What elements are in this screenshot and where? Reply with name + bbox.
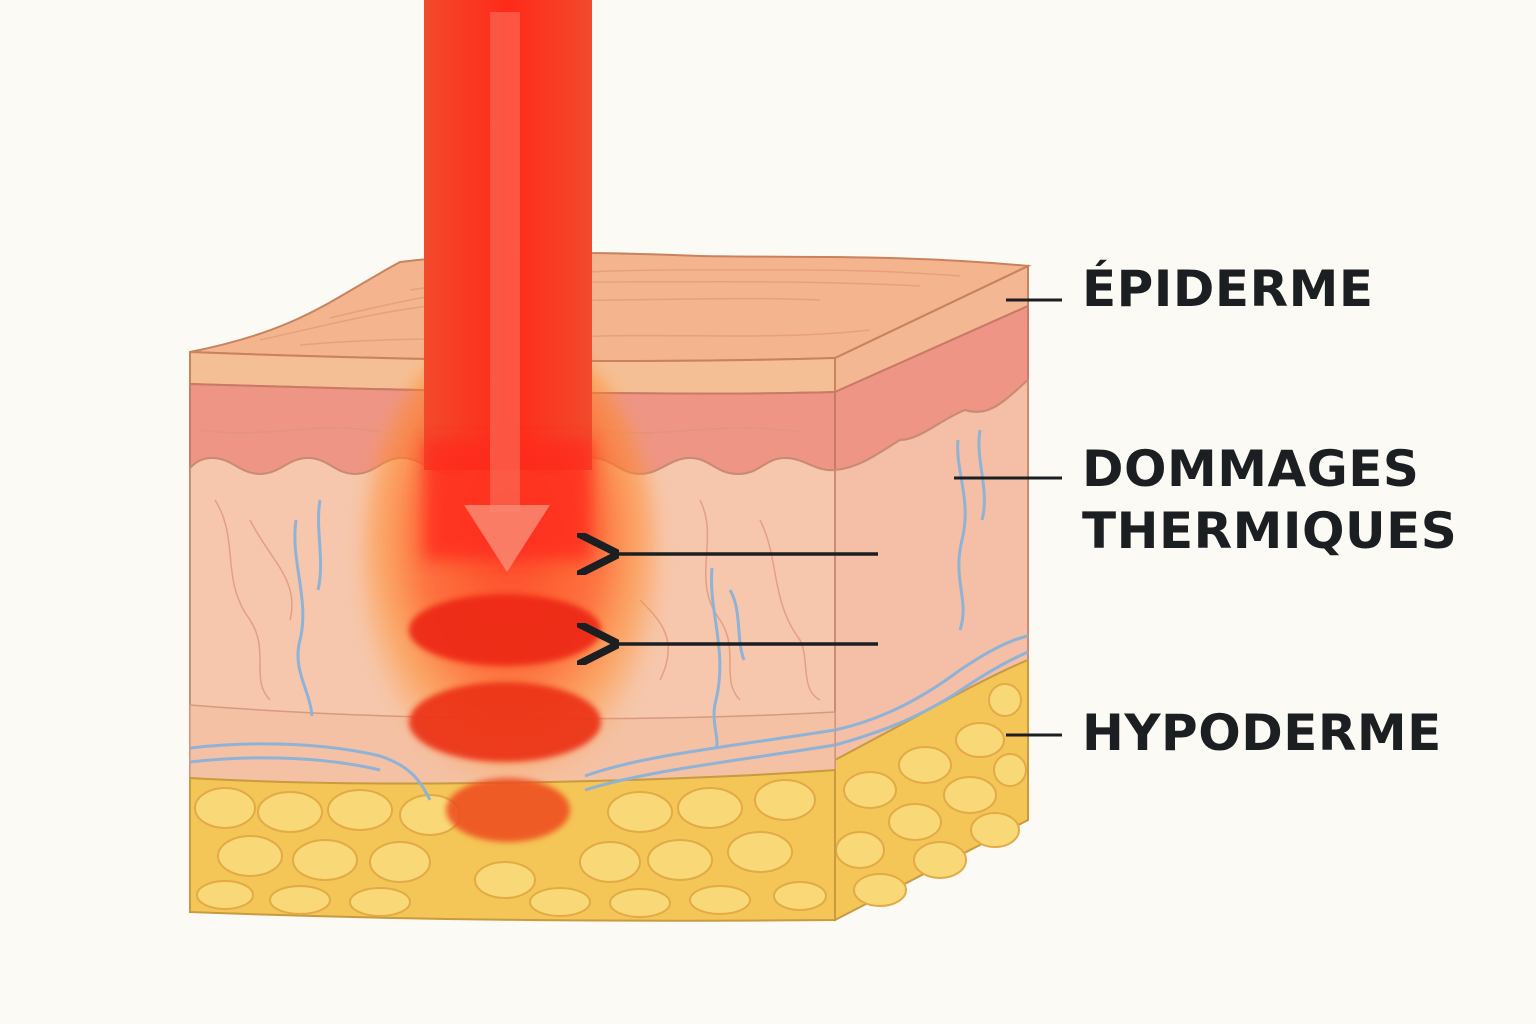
damage-pointer-arrows	[612, 554, 878, 644]
label-epiderme-text: ÉPIDERME	[1082, 260, 1374, 318]
blood-vessels-right	[834, 429, 1029, 747]
blood-vessels	[189, 499, 836, 801]
label-epiderme: ÉPIDERME	[1082, 258, 1373, 320]
label-dommages-line2: THERMIQUES	[1082, 502, 1458, 560]
label-dommages-line1: DOMMAGES	[1082, 440, 1420, 498]
block-front-face	[189, 350, 836, 922]
block-right-face	[834, 264, 1029, 922]
label-hypoderme: HYPODERME	[1082, 702, 1442, 764]
laser-beam	[424, 0, 592, 572]
damage-zone-lower	[446, 778, 570, 842]
fat-cells	[194, 779, 827, 918]
label-leader-lines	[954, 298, 1062, 737]
laser-direction-arrow	[464, 12, 550, 572]
damage-zone-upper	[409, 594, 601, 666]
label-dommages-thermiques: DOMMAGES THERMIQUES	[1082, 438, 1457, 562]
label-hypoderme-text: HYPODERME	[1082, 704, 1442, 762]
damage-zone-middle	[409, 682, 601, 762]
